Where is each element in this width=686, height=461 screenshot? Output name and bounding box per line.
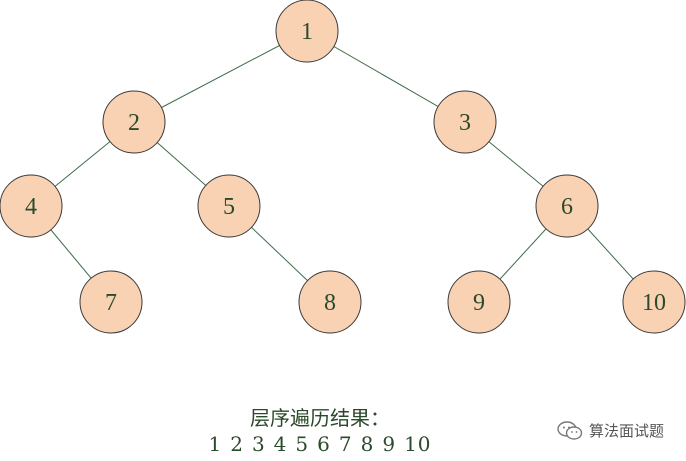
tree-node-circle <box>447 270 511 334</box>
tree-node-label: 10 <box>642 290 666 316</box>
traversal-item: 7 <box>338 432 353 456</box>
tree-node-circle <box>535 174 599 238</box>
tree-node-10: 10 <box>622 270 686 334</box>
tree-node-circle <box>275 0 339 63</box>
traversal-caption: 层序遍历结果： <box>250 406 390 430</box>
traversal-item: 3 <box>251 432 266 456</box>
tree-node-6: 6 <box>535 174 599 238</box>
tree-node-5: 5 <box>197 174 261 238</box>
tree-node-circle <box>433 90 497 154</box>
tree-node-1: 1 <box>275 0 339 63</box>
tree-node-circle <box>298 270 362 334</box>
tree-node-circle <box>622 270 686 334</box>
tree-edges <box>30 30 655 303</box>
tree-node-label: 3 <box>459 110 471 136</box>
tree-node-8: 8 <box>298 270 362 334</box>
watermark-text: 算法面试题 <box>588 422 664 440</box>
tree-node-9: 9 <box>447 270 511 334</box>
tree-node-label: 2 <box>128 110 140 136</box>
traversal-item: 2 <box>230 432 244 456</box>
tree-node-label: 8 <box>324 290 336 316</box>
tree-node-label: 7 <box>105 290 117 316</box>
tree-node-circle <box>102 90 166 154</box>
tree-node-7: 7 <box>79 270 143 334</box>
traversal-item: 1 <box>208 432 223 456</box>
tree-node-circle <box>0 174 63 238</box>
traversal-item: 4 <box>273 432 288 456</box>
tree-node-circle <box>197 174 261 238</box>
tree-nodes: 1 2 3 4 5 6 7 8 9 10 <box>0 0 686 334</box>
tree-node-4: 4 <box>0 174 63 238</box>
traversal-item: 6 <box>317 432 331 456</box>
tree-node-label: 5 <box>223 194 235 220</box>
tree-node-label: 6 <box>561 194 573 220</box>
traversal-item: 5 <box>295 432 310 456</box>
watermark: 算法面试题 <box>557 420 664 441</box>
traversal-item: 8 <box>360 432 375 456</box>
tree-node-circle <box>79 270 143 334</box>
tree-node-label: 4 <box>25 194 37 220</box>
tree-node-2: 2 <box>102 90 166 154</box>
traversal-item: 9 <box>382 432 397 456</box>
tree-edge-1-2 <box>133 30 308 123</box>
tree-node-3: 3 <box>433 90 497 154</box>
tree-node-label: 9 <box>473 290 485 316</box>
wechat-icon <box>557 420 583 440</box>
traversal-item: 10 <box>404 432 432 456</box>
tree-node-label: 1 <box>301 19 313 45</box>
